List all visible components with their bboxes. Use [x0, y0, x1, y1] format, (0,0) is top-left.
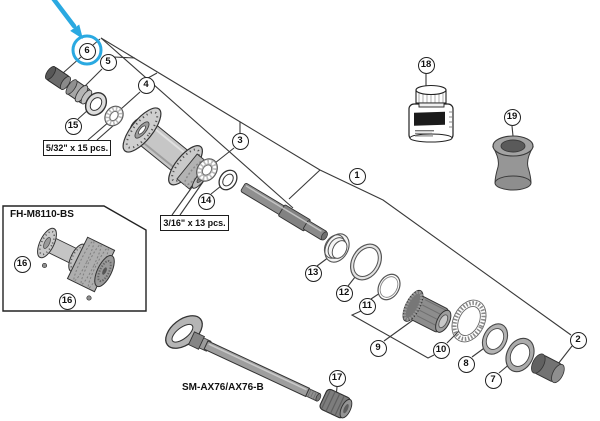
callout-11[interactable]: 11 [358, 297, 376, 315]
thin-seal-ring-part [377, 273, 401, 301]
callout-9[interactable]: 9 [369, 339, 387, 357]
highlight-annotation [51, 0, 103, 66]
callout-9-number: 9 [375, 342, 381, 354]
axle-pointer-line [288, 169, 321, 200]
thru-axle-model-label: SM-AX76/AX76-B [182, 382, 264, 393]
callout-19-number: 19 [506, 111, 518, 123]
serrated-washer-part [481, 323, 509, 355]
hub-shell-drawing [122, 107, 211, 190]
spring-coil-part [323, 233, 350, 263]
callout-5-number: 5 [105, 56, 111, 68]
spoke-plug-part-a [41, 262, 48, 269]
ball-retainer-left-part [104, 105, 124, 127]
callout-16-a[interactable]: 16 [13, 255, 31, 273]
callout-2-number: 2 [575, 334, 581, 346]
highlight-arrow-head [70, 24, 83, 39]
callout-11-number: 11 [361, 300, 373, 312]
hub-tool-drawing [492, 135, 534, 191]
large-seal-ring-part [349, 243, 383, 281]
spoke-count-label-left: 5/32" x 15 pcs. [43, 140, 111, 156]
bracket-11-10-line [350, 310, 435, 359]
highlight-circle [71, 34, 103, 66]
right-seal-washer-part [505, 337, 535, 373]
callout-1-number: 1 [354, 170, 360, 182]
callout-12-number: 12 [338, 287, 350, 299]
callout-2[interactable]: 2 [569, 331, 587, 349]
hub-axle-part [240, 183, 328, 241]
left-seal-ring-part [84, 92, 108, 116]
callout-10-number: 10 [435, 344, 447, 356]
callout-15-number: 15 [67, 120, 79, 132]
complete-hub-drawing [37, 227, 116, 293]
right-end-cap-part [531, 353, 565, 384]
callout-3[interactable]: 3 [231, 132, 249, 150]
axle-end-nut-part [319, 388, 353, 419]
callout-6-highlighted[interactable]: 6 [78, 42, 96, 60]
callout-16b-number: 16 [61, 295, 73, 307]
callout-19[interactable]: 19 [503, 108, 521, 126]
ratchet-ring-part [451, 299, 487, 343]
callout-6-number: 6 [84, 45, 90, 57]
ball-retainer-right-part [196, 158, 218, 182]
callout-18-number: 18 [420, 59, 432, 71]
spoke-count-label-right: 3/16" x 13 pcs. [160, 215, 229, 231]
spoke-plug-part-b [86, 295, 92, 301]
grease-jar-drawing [408, 84, 454, 143]
callout-5[interactable]: 5 [99, 53, 117, 71]
left-cone-part [65, 79, 93, 105]
callout-8-number: 8 [463, 358, 469, 370]
thru-axle-drawing [165, 315, 322, 402]
callout-13-number: 13 [307, 267, 319, 279]
callout-3-number: 3 [237, 135, 243, 147]
hub-model-label: FH-M8110-BS [10, 209, 74, 220]
callout-1[interactable]: 1 [348, 167, 366, 185]
callout-4[interactable]: 4 [137, 76, 155, 94]
freehub-body-part [402, 289, 452, 333]
callout-10[interactable]: 10 [432, 341, 450, 359]
callout-13[interactable]: 13 [304, 264, 322, 282]
callout-12[interactable]: 12 [335, 284, 353, 302]
highlight-arrow-shaft [51, 0, 77, 29]
callout-17[interactable]: 17 [328, 369, 346, 387]
callout-17-number: 17 [331, 372, 343, 384]
callout-16-b[interactable]: 16 [58, 292, 76, 310]
callout-16a-number: 16 [16, 258, 28, 270]
callout-18[interactable]: 18 [417, 56, 435, 74]
callout-15[interactable]: 15 [64, 117, 82, 135]
callout-4-number: 4 [143, 79, 149, 91]
callout-7-number: 7 [490, 374, 496, 386]
left-end-cap-part [45, 66, 71, 90]
washer-part [218, 169, 238, 191]
assembly-bracket-upper-line [100, 37, 294, 209]
callout-14[interactable]: 14 [197, 192, 215, 210]
callout-14-number: 14 [200, 195, 212, 207]
callout-8[interactable]: 8 [457, 355, 475, 373]
callout-7[interactable]: 7 [484, 371, 502, 389]
